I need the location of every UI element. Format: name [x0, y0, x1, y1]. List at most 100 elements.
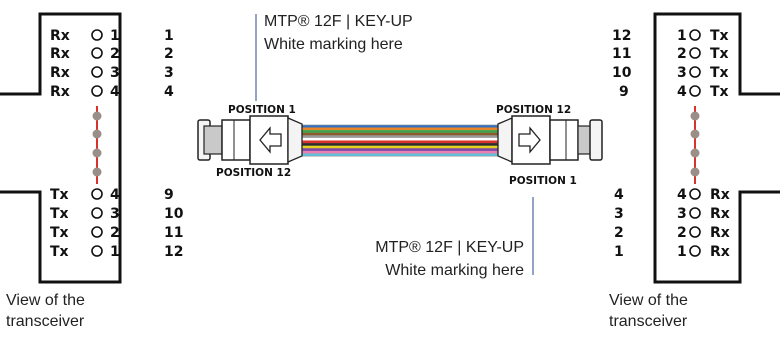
left-rx-label: Rx — [50, 28, 70, 44]
right-key-arrow-icon — [518, 126, 541, 154]
right-tx-label: Tx — [710, 28, 729, 44]
left-rx-pin: 2 — [110, 46, 120, 62]
right-fiber-dot — [690, 167, 700, 177]
left-key-arrow-icon — [259, 126, 282, 154]
right-rx-port — [689, 207, 701, 219]
left-rx-port — [91, 66, 103, 78]
right-tx-label: Tx — [710, 46, 729, 62]
right-rx-pin: 3 — [677, 206, 687, 222]
right-mtp-callout-line1: MTP® 12F | KEY-UP — [375, 239, 524, 256]
right-connector-housing — [549, 119, 579, 161]
left-fiber-dot — [92, 148, 102, 158]
left-tx-label: Tx — [50, 206, 69, 222]
left-fiber-number: 11 — [164, 225, 183, 241]
left-mtp-connector: POSITION 1 POSITION 12 — [197, 104, 303, 179]
left-tx-pin: 4 — [110, 187, 120, 203]
right-position-top-label: POSITION 12 — [496, 104, 571, 116]
left-connector-taper — [287, 117, 303, 163]
left-fiber-number: 2 — [164, 46, 174, 62]
right-tx-pin: 1 — [677, 28, 687, 44]
right-mtp-callout: MTP® 12F | KEY-UP White marking here — [375, 236, 524, 282]
right-connector-boot-end — [589, 119, 603, 161]
left-tx-port — [91, 226, 103, 238]
left-mtp-callout: MTP® 12F | KEY-UP White marking here — [264, 10, 413, 56]
right-rx-port — [689, 226, 701, 238]
right-rx-label: Rx — [710, 244, 730, 260]
right-fiber-dot — [690, 148, 700, 158]
right-connector-body — [511, 115, 551, 165]
left-fiber-dot — [92, 129, 102, 139]
right-caption-line2: transceiver — [609, 313, 688, 330]
right-transceiver-caption: View of the transceiver — [609, 290, 688, 332]
left-tx-label: Tx — [50, 244, 69, 260]
left-tx-pin: 3 — [110, 206, 120, 222]
left-fiber-numbers: 1 2 3 4 9 10 11 12 — [164, 28, 184, 260]
right-tx-port — [689, 47, 701, 59]
right-fiber-number: 12 — [612, 28, 631, 44]
right-fiber-dot — [690, 129, 700, 139]
left-rx-port — [91, 47, 103, 59]
left-position-top-label: POSITION 1 — [228, 104, 296, 116]
left-tx-port — [91, 188, 103, 200]
left-position-bottom-label: POSITION 12 — [216, 167, 291, 179]
left-tx-pin: 2 — [110, 225, 120, 241]
right-fiber-number: 11 — [612, 46, 631, 62]
left-rx-port — [91, 85, 103, 97]
right-rx-pin: 4 — [677, 187, 687, 203]
left-fiber-number: 3 — [164, 65, 174, 81]
left-rx-pin: 4 — [110, 84, 120, 100]
left-rx-label: Rx — [50, 84, 70, 100]
left-fiber-number: 4 — [164, 84, 174, 100]
right-rx-pin: 2 — [677, 225, 687, 241]
right-fiber-number: 2 — [614, 225, 624, 241]
right-tx-label: Tx — [710, 65, 729, 81]
right-transceiver: 1 2 3 4 Tx Tx Tx Tx 4 3 2 1 Rx Rx Rx Rx — [653, 12, 780, 284]
right-tx-port — [689, 29, 701, 41]
left-tx-label: Tx — [50, 187, 69, 203]
fiber-bundle — [299, 124, 501, 157]
right-fiber-number: 1 — [614, 244, 624, 260]
left-mtp-callout-line1: MTP® 12F | KEY-UP — [264, 13, 413, 30]
left-mtp-callout-line2: White marking here — [264, 36, 403, 53]
right-tx-port — [689, 85, 701, 97]
right-rx-pin: 1 — [677, 244, 687, 260]
right-fiber-numbers: 12 11 10 9 4 3 2 1 — [612, 28, 632, 260]
left-transceiver-caption: View of the transceiver — [6, 290, 85, 332]
right-tx-label: Tx — [710, 84, 729, 100]
right-position-bottom-label: POSITION 1 — [509, 175, 577, 187]
right-rx-label: Rx — [710, 225, 730, 241]
right-connector-taper — [497, 117, 513, 163]
mtp-cable: POSITION 1 POSITION 12 POSITION 12 POSIT… — [197, 104, 603, 187]
left-fiber-number: 1 — [164, 28, 174, 44]
left-connector-ferrule — [203, 125, 223, 155]
left-tx-port — [91, 207, 103, 219]
left-connector-housing — [221, 119, 251, 161]
right-fiber-number: 10 — [612, 65, 632, 81]
right-rx-label: Rx — [710, 206, 730, 222]
left-rx-pin: 1 — [110, 28, 120, 44]
left-fiber-number: 12 — [164, 244, 183, 260]
left-rx-pin: 3 — [110, 65, 120, 81]
right-rx-port — [689, 245, 701, 257]
right-fiber-number: 9 — [619, 84, 629, 100]
left-fiber-number: 9 — [164, 187, 174, 203]
left-transceiver: Rx Rx Rx Rx 1 2 3 4 Tx Tx Tx Tx 4 3 2 1 — [0, 12, 122, 284]
right-mtp-connector: POSITION 12 POSITION 1 — [496, 104, 603, 187]
left-fiber-dot — [92, 111, 102, 121]
left-rx-label: Rx — [50, 46, 70, 62]
left-caption-line1: View of the — [6, 292, 85, 309]
left-rx-port — [91, 29, 103, 41]
right-tx-pin: 3 — [677, 65, 687, 81]
left-fiber-number: 10 — [164, 206, 184, 222]
right-transceiver-outline — [653, 12, 780, 284]
right-caption-line1: View of the — [609, 292, 688, 309]
right-rx-port — [689, 188, 701, 200]
right-fiber-number: 3 — [614, 206, 624, 222]
right-rx-label: Rx — [710, 187, 730, 203]
left-tx-port — [91, 245, 103, 257]
right-tx-pin: 2 — [677, 46, 687, 62]
right-fiber-number: 4 — [614, 187, 624, 203]
right-tx-port — [689, 66, 701, 78]
right-tx-pin: 4 — [677, 84, 687, 100]
right-fiber-dot — [690, 111, 700, 121]
